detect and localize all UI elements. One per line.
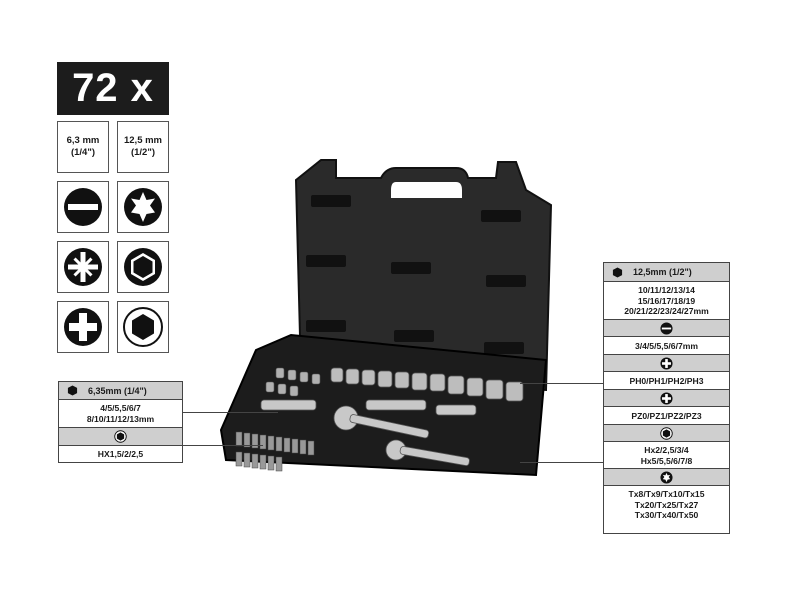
socket-sizes-line: 10/11/12/13/14 <box>638 285 695 295</box>
half-drive-spec-table: 12,5mm (1/2") 10/11/12/13/14 15/16/17/18… <box>603 262 730 534</box>
quarter-drive-socket-sizes: 4/5/5,5/6/7 8/10/11/12/13mm <box>59 400 182 428</box>
leader-line <box>520 462 603 463</box>
piece-count-badge: 72 x <box>57 62 169 115</box>
drive-size-half-inch: (1/2") <box>130 147 156 158</box>
hex-key-sizes-line: Hx2/2,5/3/4 <box>644 445 689 455</box>
pozidriv-icon <box>660 391 673 405</box>
hex-icon <box>612 266 623 278</box>
slotted-icon <box>660 321 673 335</box>
drive-size-half-mm: 12,5 mm <box>123 135 163 146</box>
torx-icon <box>660 470 673 484</box>
socket-sizes-line: 15/16/17/18/19 <box>637 295 696 306</box>
torx-header <box>604 469 729 486</box>
half-drive-label: 12,5mm (1/2") <box>633 267 692 277</box>
hex-key-header <box>604 425 729 442</box>
quarter-drive-label: 6,35mm (1/4") <box>88 385 147 396</box>
phillips-header <box>604 355 729 372</box>
pozidriv-sizes: PZ0/PZ1/PZ2/PZ3 <box>604 407 729 425</box>
socket-sizes-line: 20/21/22/23/24/27mm <box>624 306 709 316</box>
slotted-icon <box>57 181 109 233</box>
phillips-icon <box>57 301 109 353</box>
socket-sizes-line: 4/5/5,5/6/7 <box>100 403 141 413</box>
pozidriv-header <box>604 390 729 407</box>
tool-case-image <box>219 159 553 477</box>
hex-key-icon <box>114 430 127 443</box>
slotted-header <box>604 320 729 337</box>
hex-icon <box>67 385 78 396</box>
hex-key-icon <box>117 301 169 353</box>
drive-size-quarter-inch: (1/4") <box>70 147 96 158</box>
hex-bits-header <box>59 428 182 446</box>
hex-key-sizes: Hx2/2,5/3/4 Hx5/5,5/6/7/8 <box>604 442 729 469</box>
leader-line <box>520 383 603 384</box>
hex-bits-sizes: HX1,5/2/2,5 <box>97 449 144 459</box>
socket-sizes-line: 8/10/11/12/13mm <box>86 413 155 424</box>
torx-sizes-line: Tx8/Tx9/Tx10/Tx15 <box>628 489 705 499</box>
torx-sizes-line: Tx30/Tx40/Tx50 <box>634 510 699 520</box>
pozidriv-icon <box>57 241 109 293</box>
phillips-icon <box>660 356 673 370</box>
hex-socket-icon <box>117 241 169 293</box>
hex-key-sizes-line: Hx5/5,5/6/7/8 <box>640 455 693 466</box>
leader-line <box>183 445 263 446</box>
drive-size-half: 12,5 mm (1/2") <box>117 121 169 173</box>
leader-line <box>183 412 278 413</box>
quarter-drive-header: 6,35mm (1/4") <box>59 382 182 400</box>
torx-sizes: Tx8/Tx9/Tx10/Tx15 Tx20/Tx25/Tx27 Tx30/Tx… <box>604 486 729 523</box>
drive-size-quarter-mm: 6,3 mm <box>66 135 100 146</box>
slotted-sizes: 3/4/5/5,5/6/7mm <box>604 337 729 355</box>
phillips-sizes: PH0/PH1/PH2/PH3 <box>604 372 729 390</box>
half-drive-header: 12,5mm (1/2") <box>604 263 729 282</box>
quarter-drive-spec-table: 6,35mm (1/4") 4/5/5,5/6/7 8/10/11/12/13m… <box>58 381 183 463</box>
half-drive-socket-sizes: 10/11/12/13/14 15/16/17/18/19 20/21/22/2… <box>604 282 729 320</box>
torx-sizes-line: Tx20/Tx25/Tx27 <box>634 499 699 510</box>
drive-size-quarter: 6,3 mm (1/4") <box>57 121 109 173</box>
hex-key-icon <box>660 426 673 440</box>
torx-icon <box>117 181 169 233</box>
